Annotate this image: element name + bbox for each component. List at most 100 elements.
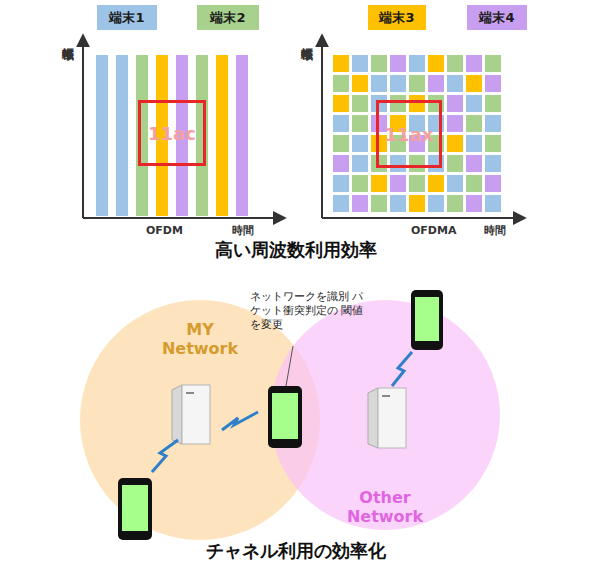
axis-label: 時間	[484, 224, 506, 238]
resource-unit	[447, 195, 463, 212]
resource-unit	[447, 75, 463, 92]
resource-unit	[428, 75, 444, 92]
resource-unit	[466, 115, 482, 132]
resource-unit	[371, 75, 387, 92]
ofdm-bars	[96, 55, 248, 216]
resource-unit	[485, 95, 501, 112]
wireless-signal	[222, 412, 258, 430]
resource-unit	[371, 95, 387, 112]
wireless-signal	[392, 352, 412, 386]
time-slot-bar	[196, 55, 208, 216]
caption: 高い周波数利用効率	[215, 239, 377, 262]
axis-label: OFDMA	[411, 224, 456, 238]
resource-unit	[447, 55, 463, 72]
node-label: 11ax	[376, 124, 442, 146]
resource-unit	[371, 195, 387, 212]
resource-unit	[333, 55, 349, 72]
resource-unit	[485, 135, 501, 152]
resource-unit	[466, 75, 482, 92]
resource-unit	[466, 135, 482, 152]
resource-unit	[466, 95, 482, 112]
smartphone	[118, 478, 152, 540]
resource-unit	[390, 55, 406, 72]
resource-unit	[447, 115, 463, 132]
resource-unit	[485, 195, 501, 212]
resource-unit	[466, 55, 482, 72]
access-point	[172, 385, 210, 444]
legend-text: 端末4	[479, 9, 514, 27]
axis-label: OFDM	[146, 224, 183, 238]
resource-unit	[447, 135, 463, 152]
smartphone	[411, 290, 443, 350]
legend-text: 端末3	[379, 9, 414, 27]
resource-unit	[447, 175, 463, 192]
axis-label: 時間	[232, 224, 254, 238]
resource-unit	[333, 175, 349, 192]
resource-unit	[371, 175, 387, 192]
resource-unit	[333, 135, 349, 152]
resource-unit	[371, 155, 387, 172]
resource-unit	[466, 175, 482, 192]
coverage-area	[80, 300, 320, 540]
legend-swatch: 端末2	[197, 5, 259, 30]
access-point	[368, 388, 406, 448]
resource-unit	[390, 75, 406, 92]
standard-box: 11ax	[376, 100, 442, 168]
resource-unit	[352, 195, 368, 212]
resource-unit	[485, 115, 501, 132]
resource-unit	[352, 115, 368, 132]
resource-unit	[409, 55, 425, 72]
resource-unit	[352, 95, 368, 112]
resource-unit	[409, 155, 425, 172]
resource-unit	[428, 195, 444, 212]
caption: チャネル利用の効率化	[206, 540, 386, 563]
resource-unit	[447, 95, 463, 112]
resource-unit	[466, 155, 482, 172]
resource-unit	[371, 55, 387, 72]
time-slot-bar	[236, 55, 248, 216]
resource-unit	[409, 75, 425, 92]
callout-note: ネットワークを識別 パケット衝突判定の 閾値を変更	[250, 290, 365, 331]
resource-unit	[333, 95, 349, 112]
resource-unit	[409, 95, 425, 112]
resource-unit	[428, 55, 444, 72]
legend-swatch: 端末4	[467, 5, 527, 30]
resource-unit	[485, 175, 501, 192]
resource-unit	[485, 55, 501, 72]
resource-unit	[333, 75, 349, 92]
legend-swatch: 端末1	[97, 5, 157, 30]
resource-unit	[409, 175, 425, 192]
standard-box: 11ac	[138, 100, 206, 166]
resource-unit	[447, 155, 463, 172]
resource-unit	[485, 155, 501, 172]
resource-unit	[390, 175, 406, 192]
wireless-signal	[152, 440, 178, 472]
resource-unit	[428, 175, 444, 192]
resource-unit	[333, 115, 349, 132]
resource-unit	[352, 75, 368, 92]
resource-unit	[352, 55, 368, 72]
resource-unit	[352, 135, 368, 152]
resource-unit	[333, 195, 349, 212]
node-label: 11ac	[138, 123, 206, 145]
node-label: MY Network	[160, 320, 240, 358]
coverage-area	[270, 300, 500, 530]
legend-text: 端末2	[210, 9, 245, 27]
time-slot-bar	[216, 55, 228, 216]
smartphone	[268, 386, 302, 448]
resource-unit	[333, 155, 349, 172]
resource-unit	[390, 95, 406, 112]
x-axis	[322, 217, 524, 219]
resource-unit	[390, 155, 406, 172]
time-slot-bar	[116, 55, 128, 216]
y-axis	[321, 36, 323, 218]
resource-unit	[466, 195, 482, 212]
x-axis	[83, 217, 284, 219]
resource-unit	[409, 195, 425, 212]
ofdma-grid	[333, 55, 501, 212]
legend-text: 端末1	[109, 9, 144, 27]
